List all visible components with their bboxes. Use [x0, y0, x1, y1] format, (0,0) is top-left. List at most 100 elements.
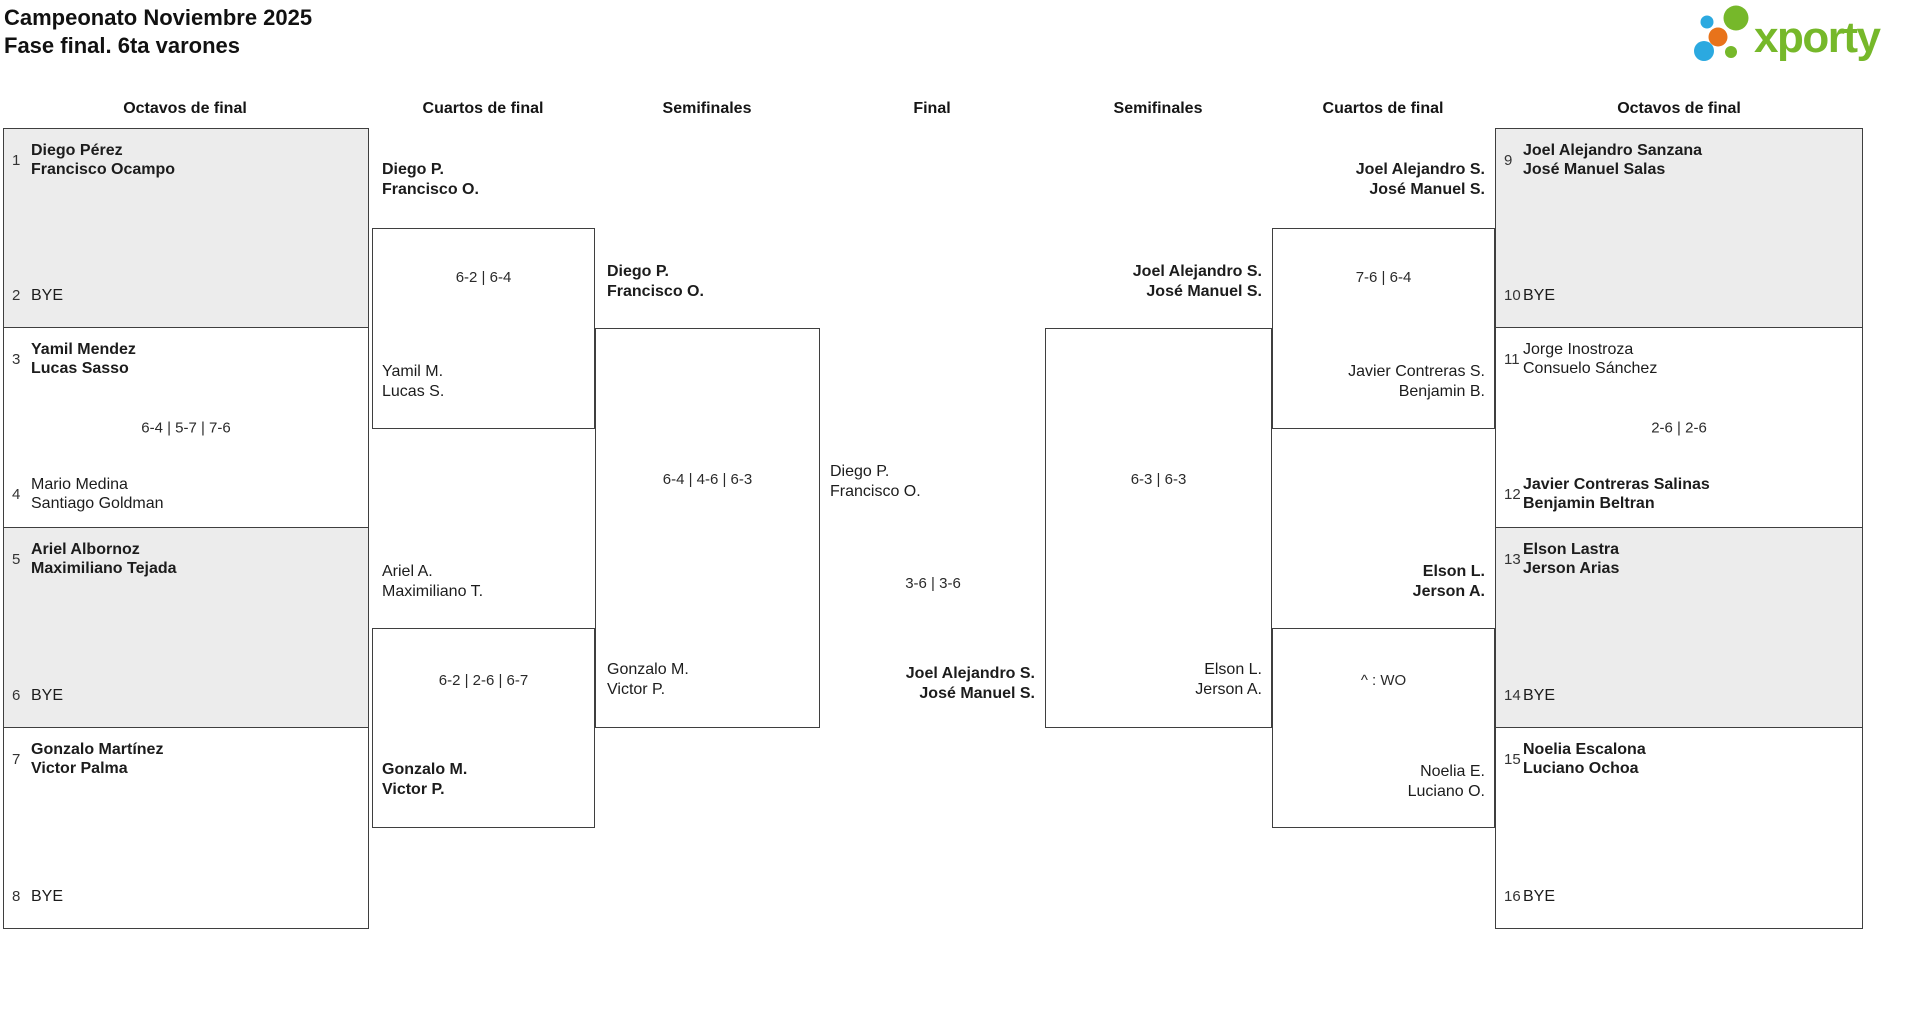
player-1: Noelia Escalona — [1523, 741, 1646, 758]
cuartos-right-2-team-top: Elson L. Jerson A. — [1282, 562, 1485, 602]
player-2: Benjamin B. — [1398, 383, 1485, 400]
player-2: Victor Palma — [31, 760, 128, 777]
final-team-right: Joel Alejandro S. José Manuel S. — [829, 664, 1035, 704]
logo-wordmark: xporty — [1754, 13, 1882, 62]
xporty-logo[interactable]: xporty — [1688, 2, 1893, 66]
team-name: Noelia Escalona Luciano Ochoa — [1523, 740, 1646, 778]
bracket-slot: 8 BYE — [12, 887, 360, 906]
logo-dot-green-big — [1723, 5, 1749, 31]
semifinal-left-team-bottom: Gonzalo M. Victor P. — [607, 660, 807, 700]
player-1: Elson Lastra — [1523, 541, 1620, 558]
team-name: BYE — [31, 686, 63, 705]
cuartos-left-2-team-top: Ariel A. Maximiliano T. — [382, 562, 582, 602]
player-1: Jorge Inostroza — [1523, 341, 1634, 358]
bye-label: BYE — [31, 687, 64, 704]
octavos-left-match-2: 3 Yamil Mendez Lucas Sasso 6-4 | 5-7 | 7… — [3, 327, 369, 528]
player-1: Gonzalo M. — [382, 761, 468, 778]
bye-label: BYE — [31, 287, 64, 304]
player-2: Benjamin Beltran — [1523, 495, 1655, 512]
final-score: 3-6 | 3-6 — [905, 575, 961, 592]
octavos-left-match-3: 5 Ariel Albornoz Maximiliano Tejada 6 BY… — [3, 527, 369, 728]
team-name: Jorge Inostroza Consuelo Sánchez — [1523, 340, 1657, 378]
octavos-right-match-1: 9 Joel Alejandro Sanzana José Manuel Sal… — [1495, 128, 1863, 328]
seed-number: 11 — [1504, 350, 1520, 368]
match-score-walkover: ^ : WO — [1360, 672, 1407, 689]
seed-number: 13 — [1504, 550, 1521, 568]
team-name: BYE — [1523, 286, 1555, 305]
player-1: Javier Contreras S. — [1348, 363, 1485, 380]
bracket-slot: 7 Gonzalo Martínez Victor Palma — [12, 740, 360, 778]
octavos-left-match-4: 7 Gonzalo Martínez Victor Palma 8 BYE — [3, 727, 369, 929]
seed-number: 4 — [12, 485, 21, 503]
bracket-slot: 5 Ariel Albornoz Maximiliano Tejada — [12, 540, 360, 578]
team-name: Elson Lastra Jerson Arias — [1523, 540, 1619, 578]
match-score: 2-6 | 2-6 — [1651, 419, 1707, 436]
bracket-slot: 3 Yamil Mendez Lucas Sasso — [12, 340, 360, 378]
player-2: Francisco Ocampo — [31, 161, 176, 178]
logo-dot-orange — [1708, 27, 1728, 47]
player-2: Luciano O. — [1407, 783, 1485, 800]
semifinal-right-box — [1045, 328, 1272, 728]
player-1: Javier Contreras Salinas — [1523, 476, 1710, 493]
cuartos-right-1-team-bottom: Javier Contreras S. Benjamin B. — [1282, 362, 1485, 402]
player-1: Joel Alejandro S. — [1132, 263, 1262, 280]
player-1: Gonzalo M. — [607, 661, 689, 678]
cuartos-right-2-team-bottom: Noelia E. Luciano O. — [1282, 762, 1485, 802]
round-header-octavos-right: Octavos de final — [1617, 100, 1741, 117]
round-header-cuartos-left: Cuartos de final — [422, 100, 544, 117]
team-name: Diego Pérez Francisco Ocampo — [31, 141, 175, 179]
player-2: José Manuel Salas — [1523, 161, 1666, 178]
semifinal-left-team-top: Diego P. Francisco O. — [607, 262, 807, 302]
team-name: Joel Alejandro Sanzana José Manuel Salas — [1523, 141, 1702, 179]
team-name: BYE — [1523, 686, 1555, 705]
player-2: Lucas S. — [382, 383, 445, 400]
bracket-slot: 6 BYE — [12, 686, 360, 705]
team-name: Ariel Albornoz Maximiliano Tejada — [31, 540, 177, 578]
bye-label: BYE — [1523, 287, 1556, 304]
player-1: Diego Pérez — [31, 142, 123, 159]
player-2: Jerson A. — [1195, 681, 1262, 698]
bye-label: BYE — [31, 888, 64, 905]
bracket-slot: 10 BYE — [1504, 286, 1854, 305]
seed-number: 6 — [12, 687, 21, 704]
cuartos-left-1-team-bottom: Yamil M. Lucas S. — [382, 362, 582, 402]
bracket-slot: 14 BYE — [1504, 686, 1854, 705]
team-name: BYE — [1523, 887, 1555, 906]
player-1: Ariel Albornoz — [31, 541, 140, 558]
player-2: Jerson A. — [1412, 583, 1485, 600]
player-1: Mario Medina — [31, 476, 128, 493]
player-2: Maximiliano Tejada — [31, 560, 177, 577]
cuartos-left-match-1-box — [372, 228, 595, 429]
player-1: Ariel A. — [382, 563, 433, 580]
match-score: 6-2 | 6-4 — [455, 269, 512, 286]
bracket-slot: 2 BYE — [12, 286, 360, 305]
bracket-slot: 4 Mario Medina Santiago Goldman — [12, 475, 360, 513]
seed-number: 8 — [12, 888, 21, 905]
player-1: Yamil M. — [382, 363, 444, 380]
round-header-final: Final — [913, 100, 951, 117]
seed-number: 12 — [1504, 485, 1521, 503]
octavos-right-match-4: 15 Noelia Escalona Luciano Ochoa 16 BYE — [1495, 727, 1863, 929]
player-1: Diego P. — [382, 161, 444, 178]
bracket-slot: 15 Noelia Escalona Luciano Ochoa — [1504, 740, 1854, 778]
player-2: Victor P. — [607, 681, 666, 698]
phase-name: Fase final. 6ta varones — [4, 33, 240, 58]
player-1: Diego P. — [830, 463, 890, 480]
match-score: 7-6 | 6-4 — [1355, 269, 1412, 286]
player-2: Francisco O. — [382, 181, 479, 198]
player-2: Francisco O. — [830, 483, 921, 500]
player-2: Francisco O. — [607, 283, 704, 300]
player-1: Elson L. — [1204, 661, 1262, 678]
player-1: Elson L. — [1422, 563, 1485, 580]
cuartos-right-1-team-top: Joel Alejandro S. José Manuel S. — [1282, 160, 1485, 200]
player-1: Yamil Mendez — [31, 341, 136, 358]
octavos-right-match-3: 13 Elson Lastra Jerson Arias 14 BYE — [1495, 527, 1863, 728]
player-2: José Manuel S. — [1146, 283, 1262, 300]
player-2: José Manuel S. — [919, 685, 1035, 702]
semifinal-right-team-bottom: Elson L. Jerson A. — [1055, 660, 1262, 700]
team-name: BYE — [31, 286, 63, 305]
seed-number: 14 — [1504, 687, 1521, 704]
player-2: Luciano Ochoa — [1523, 760, 1639, 777]
player-2: Consuelo Sánchez — [1523, 360, 1658, 377]
semifinal-left-box — [595, 328, 820, 728]
